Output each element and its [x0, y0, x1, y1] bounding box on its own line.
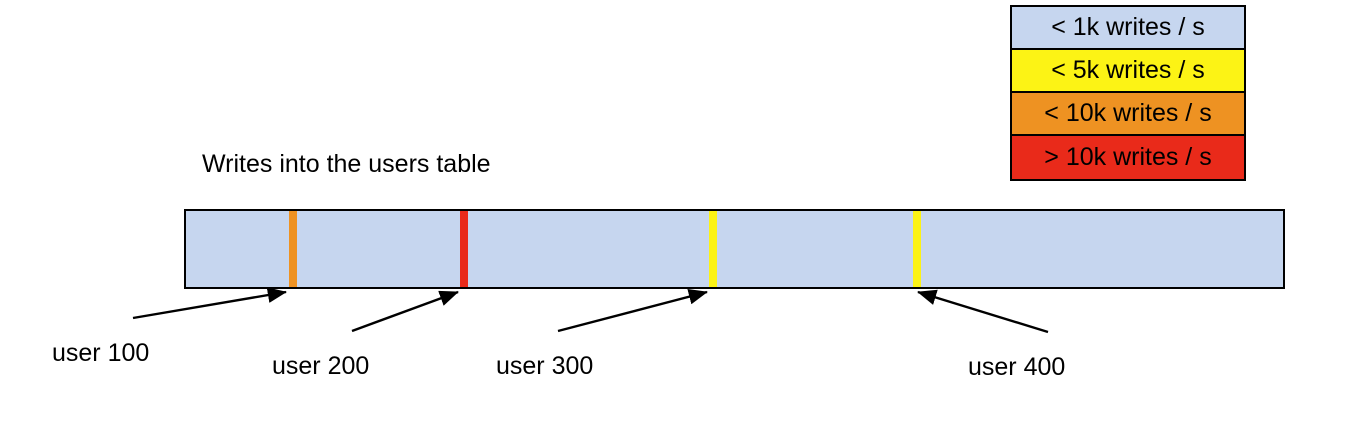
marker-user-100	[289, 211, 297, 287]
arrow-user-300	[557, 288, 708, 333]
label-user-100: user 100	[52, 339, 150, 367]
arrow-user-200	[351, 290, 459, 333]
arrow-user-100	[132, 287, 287, 320]
legend-item-gt-10k: > 10k writes / s	[1012, 136, 1244, 179]
legend-item-label: < 5k writes / s	[1051, 56, 1205, 84]
users-table-keyspace-bar	[184, 209, 1285, 289]
marker-user-200	[460, 211, 468, 287]
legend-item-label: < 1k writes / s	[1051, 13, 1205, 41]
legend: < 1k writes / s < 5k writes / s < 10k wr…	[1010, 5, 1246, 181]
label-user-400: user 400	[968, 353, 1066, 381]
legend-item-lt-1k: < 1k writes / s	[1012, 7, 1244, 50]
marker-user-300	[709, 211, 717, 287]
chart-title: Writes into the users table	[202, 150, 491, 178]
arrow-user-400	[917, 289, 1049, 334]
legend-item-lt-10k: < 10k writes / s	[1012, 93, 1244, 136]
legend-item-label: < 10k writes / s	[1044, 99, 1212, 127]
legend-item-lt-5k: < 5k writes / s	[1012, 50, 1244, 93]
marker-user-400	[913, 211, 921, 287]
label-user-300: user 300	[496, 352, 594, 380]
label-user-200: user 200	[272, 352, 370, 380]
legend-item-label: > 10k writes / s	[1044, 143, 1212, 171]
